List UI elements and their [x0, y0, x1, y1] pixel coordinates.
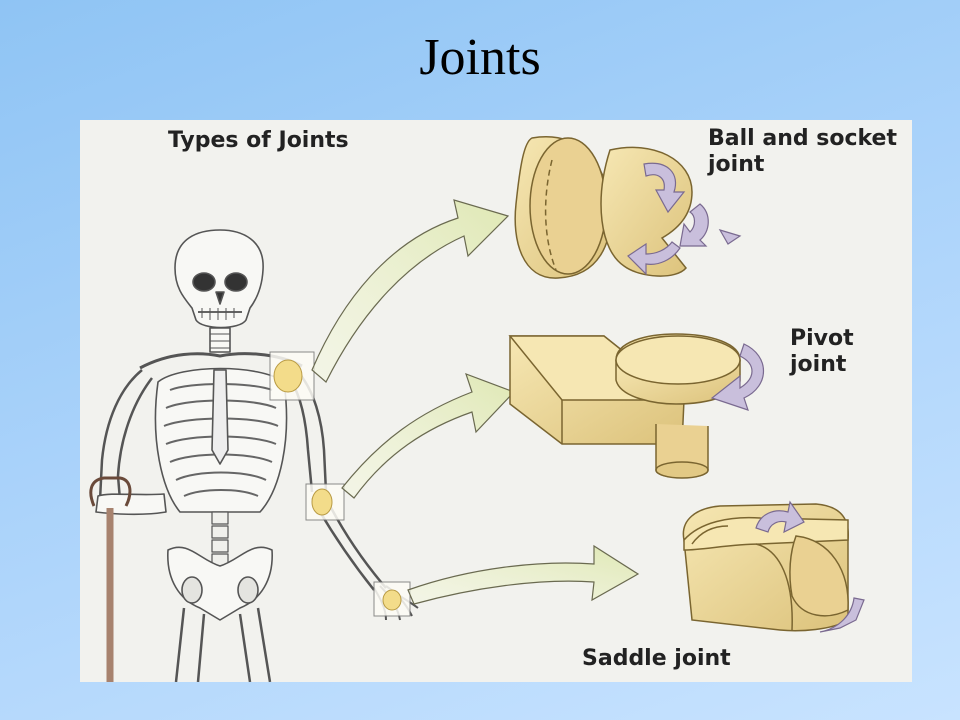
ball-socket-rotation-arrows [627, 162, 742, 276]
arrow-to-pivot [341, 372, 516, 499]
pivot-model [508, 333, 741, 479]
label-saddle-joint: Saddle joint [582, 646, 731, 671]
skeleton-figure [95, 229, 419, 682]
arrow-to-ball-socket [311, 199, 510, 383]
arrow-to-saddle [407, 544, 640, 605]
skull [174, 229, 264, 329]
joints-diagram: Types of Joints Ball and socket joint Pi… [80, 120, 912, 682]
label-ball-and-socket-line-1: Ball and socket [708, 126, 897, 151]
ball-and-socket-model [514, 136, 693, 279]
figure-heading: Types of Joints [168, 128, 349, 153]
label-ball-and-socket-line-2: joint [708, 152, 765, 177]
label-pivot-line-1: Pivot [790, 326, 854, 351]
label-pivot-line-2: joint [790, 352, 847, 377]
slide-title: Joints [419, 29, 541, 86]
label-ball-and-socket-joint: Ball and socket joint [708, 126, 897, 178]
pivot-rotation-arrow [710, 343, 765, 411]
diagram-art [89, 136, 865, 682]
saddle-rotation-arrows [755, 500, 865, 633]
label-pivot-joint: Pivot joint [790, 326, 854, 378]
shovel [89, 476, 132, 682]
saddle-model [682, 503, 849, 632]
